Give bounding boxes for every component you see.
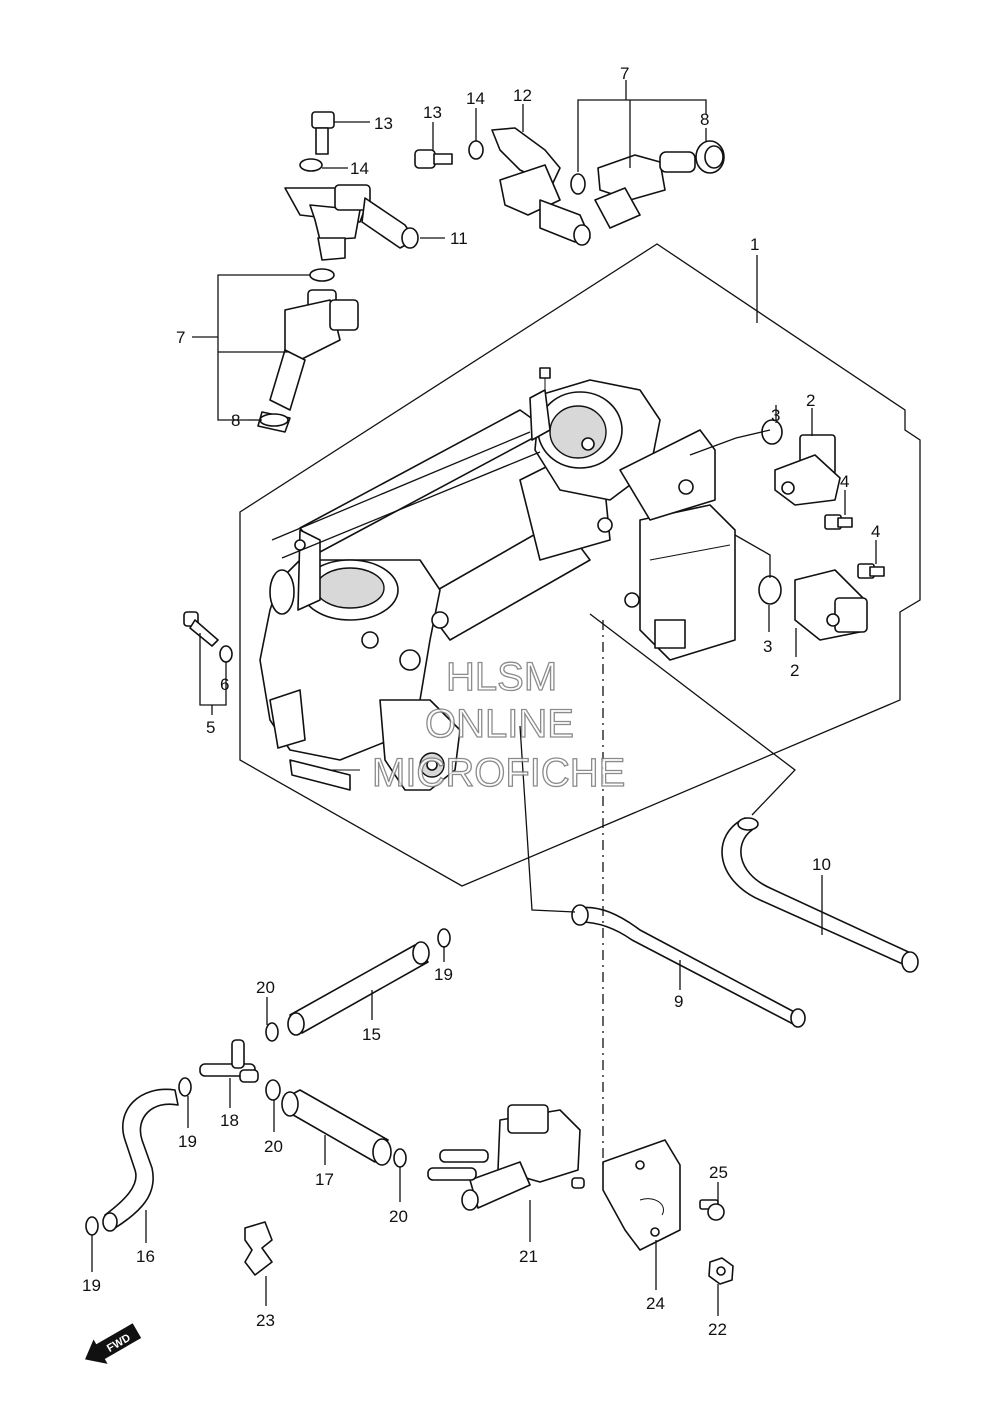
part-20-clamp-middle xyxy=(265,1079,281,1101)
part-7-injector-left xyxy=(269,268,359,411)
leader-lines xyxy=(91,80,877,1316)
callout-4-lower: 4 xyxy=(871,522,880,541)
callout-labels: 1 2 2 3 3 4 4 5 6 7 7 8 8 9 10 11 12 13 … xyxy=(82,64,880,1339)
callout-5: 5 xyxy=(206,718,215,737)
callout-7-top: 7 xyxy=(620,64,629,83)
watermark: HLSM ONLINE MICROFICHE xyxy=(371,654,626,795)
part-13-bolt-middle xyxy=(414,149,453,169)
callout-2-upper: 2 xyxy=(806,391,815,410)
part-7-injector-top xyxy=(570,151,696,229)
part-4-screw-upper xyxy=(824,514,853,530)
callout-19-lower: 19 xyxy=(82,1276,101,1295)
callout-13-top: 13 xyxy=(374,114,393,133)
part-13-bolt-left xyxy=(311,111,335,155)
part-14-washer-middle xyxy=(468,140,484,160)
part-16-hose xyxy=(102,1088,179,1232)
part-18-t-fitting xyxy=(199,1039,259,1083)
part-9-hose xyxy=(571,904,806,1028)
callout-19-middle: 19 xyxy=(178,1132,197,1151)
part-20-clamp-lower xyxy=(393,1148,407,1168)
throttle-body xyxy=(259,367,736,791)
part-22-nut xyxy=(708,1257,734,1285)
callout-15: 15 xyxy=(362,1025,381,1044)
part-20-clamp-upper xyxy=(265,1022,279,1042)
callout-12: 12 xyxy=(513,86,532,105)
callout-10: 10 xyxy=(812,855,831,874)
watermark-line-3: MICROFICHE xyxy=(372,751,625,795)
part-25-bolt xyxy=(699,1199,725,1221)
callout-19-upper: 19 xyxy=(434,965,453,984)
part-2-sensor-lower xyxy=(794,569,868,641)
part-14-washer-left xyxy=(299,158,323,172)
callout-16: 16 xyxy=(136,1247,155,1266)
callout-11: 11 xyxy=(450,229,468,248)
callout-14-left: 14 xyxy=(350,159,369,178)
callout-1: 1 xyxy=(750,235,759,254)
part-24-bracket xyxy=(602,1139,681,1251)
callout-13-middle: 13 xyxy=(423,103,442,122)
part-8-seal-left xyxy=(257,411,291,433)
watermark-line-2: ONLINE xyxy=(425,702,574,746)
callout-21: 21 xyxy=(519,1247,538,1266)
callout-9: 9 xyxy=(674,992,683,1011)
watermark-line-1: HLSM xyxy=(446,655,557,699)
callout-8-top: 8 xyxy=(700,110,709,129)
assembly-box-outline xyxy=(239,243,921,887)
callout-20-upper: 20 xyxy=(256,978,275,997)
part-17-hose xyxy=(281,1089,392,1166)
callout-8-left: 8 xyxy=(231,411,240,430)
callout-24: 24 xyxy=(646,1294,665,1313)
part-4-screw-lower xyxy=(857,563,885,579)
callout-3-upper: 3 xyxy=(771,406,780,425)
callout-4-upper: 4 xyxy=(840,472,849,491)
part-23-clip xyxy=(244,1221,273,1276)
callout-17: 17 xyxy=(315,1170,334,1189)
part-6-washer xyxy=(219,645,233,663)
callout-22: 22 xyxy=(708,1320,727,1339)
part-19-clamp-middle xyxy=(178,1077,192,1097)
callout-14-middle: 14 xyxy=(466,89,485,108)
callout-18: 18 xyxy=(220,1111,239,1130)
callout-20-lower: 20 xyxy=(389,1207,408,1226)
callout-20-middle: 20 xyxy=(264,1137,283,1156)
part-11-delivery-fitting xyxy=(284,184,419,261)
callout-7-left: 7 xyxy=(176,328,185,347)
part-8-seal-top xyxy=(695,140,725,174)
part-10-hose xyxy=(721,817,919,973)
part-3-o-ring-lower xyxy=(758,575,782,605)
callout-25: 25 xyxy=(709,1163,728,1182)
part-19-clamp-upper xyxy=(437,928,451,948)
callout-3-lower: 3 xyxy=(763,637,772,656)
callout-2-lower: 2 xyxy=(790,661,799,680)
fwd-direction-badge: FWD xyxy=(85,1323,142,1364)
fwd-text: FWD xyxy=(105,1332,133,1355)
part-21-valve xyxy=(427,1104,585,1211)
part-2-sensor-upper xyxy=(774,434,841,506)
part-15-hose xyxy=(287,941,430,1036)
part-19-clamp-lower xyxy=(85,1216,99,1236)
callout-23: 23 xyxy=(256,1311,275,1330)
part-5-screw xyxy=(183,611,219,647)
callout-6: 6 xyxy=(220,675,229,694)
part-12-delivery-pipe xyxy=(491,127,591,246)
